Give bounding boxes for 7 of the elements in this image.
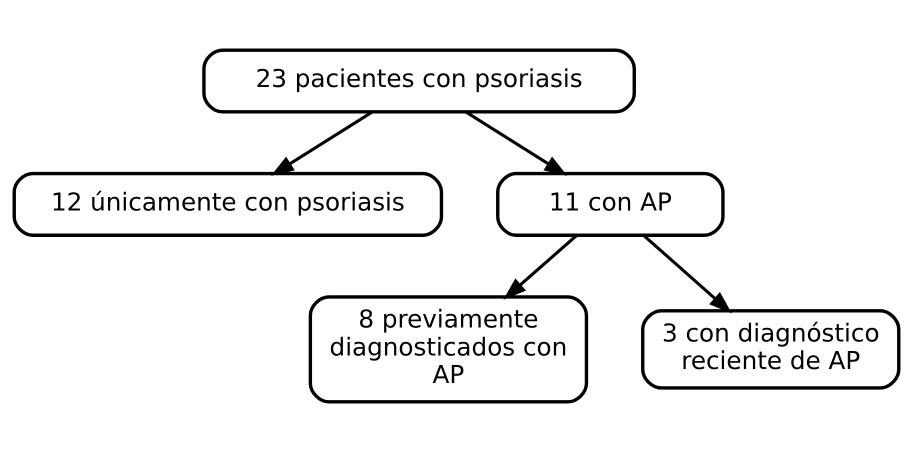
node-box: 3 con diagnóstico reciente de AP (641, 308, 900, 390)
node-box: 11 con AP (496, 171, 725, 236)
node-box: 23 pacientes con psoriasis (202, 48, 636, 114)
arrow (465, 110, 568, 176)
node-box: 12 únicamente con psoriasis (12, 171, 444, 236)
arrow (270, 110, 374, 176)
node-box: 8 previamente diagnosticados con AP (308, 294, 588, 404)
